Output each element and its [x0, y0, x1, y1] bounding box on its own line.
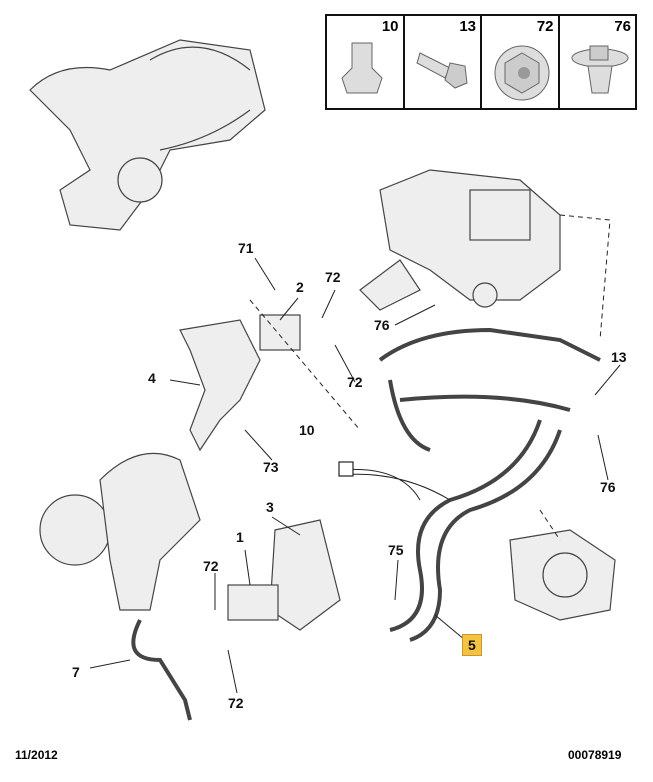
hose-harness-illustration — [378, 327, 601, 642]
push-clip-icon — [571, 45, 628, 94]
diagram-date: 11/2012 — [15, 748, 58, 762]
legend-cell-76: 76 — [560, 16, 636, 108]
callout-76: 76 — [374, 317, 390, 333]
callout-5-highlighted[interactable]: 5 — [462, 634, 482, 656]
callout-76: 76 — [600, 479, 616, 495]
callout-73: 73 — [263, 459, 279, 475]
callout-72: 72 — [325, 269, 341, 285]
callout-3: 3 — [266, 499, 274, 515]
leader-lines — [89, 214, 621, 694]
turbocharger-illustration — [39, 452, 201, 721]
clip-icon — [341, 42, 383, 94]
legend-cell-10: 10 — [327, 16, 405, 108]
callout-75: 75 — [388, 542, 404, 558]
callout-1: 1 — [236, 529, 244, 545]
callout-4: 4 — [148, 370, 156, 386]
callout-2: 2 — [296, 279, 304, 295]
clip-marker — [338, 461, 354, 477]
legend-cell-72: 72 — [482, 16, 560, 108]
callout-7: 7 — [72, 664, 80, 680]
callout-13: 13 — [611, 349, 627, 365]
callout-10: 10 — [299, 422, 315, 438]
fastener-legend: 10 13 72 76 — [325, 14, 637, 110]
solenoid-illustration — [227, 519, 341, 631]
engine-overview-illustration — [29, 39, 266, 231]
diagram-reference: 00078919 — [568, 748, 622, 762]
callout-72: 72 — [347, 374, 363, 390]
callout-72: 72 — [203, 558, 219, 574]
vacuum-pump-illustration — [509, 529, 616, 621]
callout-72: 72 — [228, 695, 244, 711]
bolt-icon — [415, 52, 468, 89]
nut-icon — [494, 45, 550, 101]
callout-71: 71 — [238, 240, 254, 256]
legend-cell-13: 13 — [405, 16, 482, 108]
egr-valve-illustration — [359, 169, 561, 311]
bracket-illustration — [179, 314, 301, 452]
